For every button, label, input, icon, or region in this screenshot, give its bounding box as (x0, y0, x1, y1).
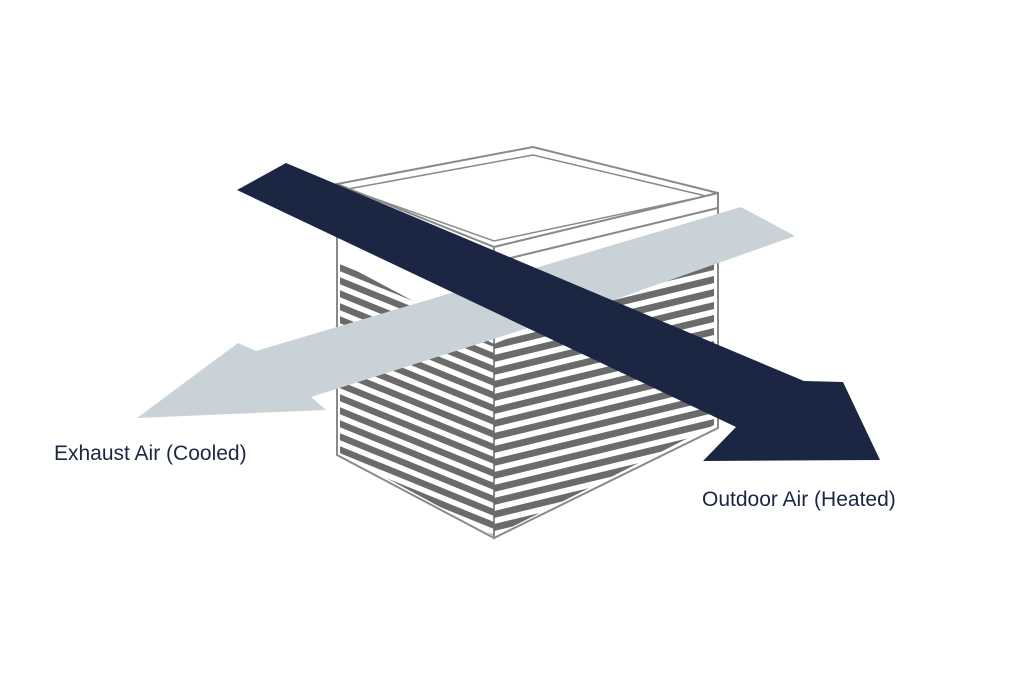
fin-stripe (494, 431, 714, 492)
fin-stripe (340, 445, 494, 516)
fin-stripe (340, 393, 494, 464)
exhaust-air-arrow-icon (137, 207, 795, 418)
fin-stripe (340, 380, 494, 451)
fin-stripe (340, 432, 494, 503)
fin-stripe (340, 419, 494, 490)
exhaust-air-label: Exhaust Air (Cooled) (54, 442, 247, 465)
fin-stripe (340, 406, 494, 477)
outdoor-air-label: Outdoor Air (Heated) (702, 488, 896, 511)
outdoor-air-arrow-icon (237, 163, 880, 461)
fin-stripe (494, 379, 714, 440)
fin-stripe (340, 367, 494, 438)
fin-stripe (494, 392, 714, 453)
fin-stripe (494, 405, 714, 466)
fin-stripe (494, 418, 714, 479)
